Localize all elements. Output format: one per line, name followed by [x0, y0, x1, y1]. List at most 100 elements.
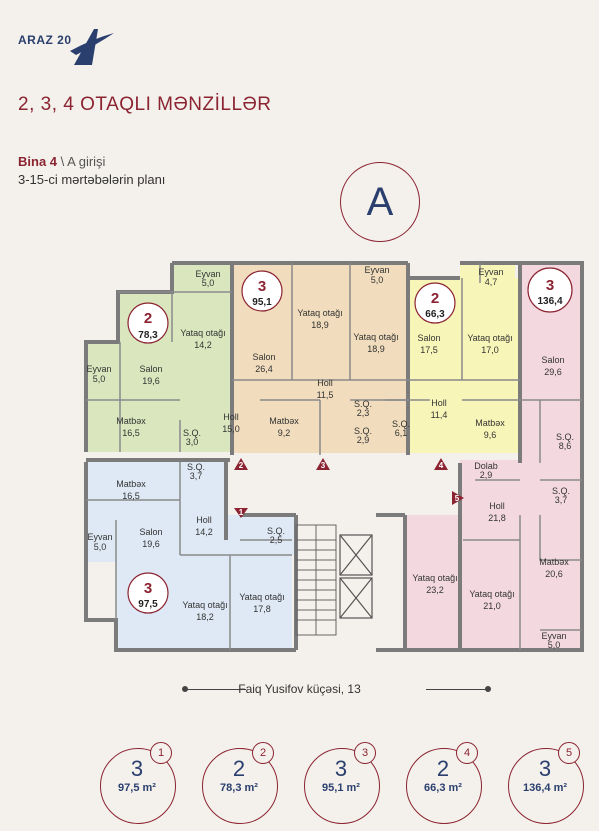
- label: 29,6: [544, 367, 562, 377]
- summary-rooms: 3: [538, 756, 552, 781]
- label: 2,5: [270, 535, 283, 545]
- summary-ring: [406, 748, 482, 824]
- apt-badge-3: 3 95,1: [241, 270, 283, 312]
- summary-rooms: 2: [436, 756, 450, 781]
- summary-number: 2: [252, 742, 274, 764]
- summary-item-3[interactable]: 3 3 95,1 m²: [298, 742, 390, 824]
- label: 2,9: [480, 470, 493, 480]
- label: Eyvan: [478, 267, 503, 277]
- label: 17,5: [420, 345, 438, 355]
- summary-ring: [202, 748, 278, 824]
- label: Yataq otağı: [180, 328, 225, 338]
- label: 19,6: [142, 376, 160, 386]
- elevator: [339, 534, 373, 619]
- label: Yataq otağı: [297, 308, 342, 318]
- label: Yataq otağı: [182, 600, 227, 610]
- label: 3,7: [190, 471, 203, 481]
- label: Matbəx: [269, 416, 299, 426]
- label: 3,0: [186, 437, 199, 447]
- label: Matbəx: [116, 416, 146, 426]
- label: 16,5: [122, 428, 140, 438]
- door-marker-4[interactable]: 4: [434, 458, 448, 470]
- label: 4,7: [485, 277, 498, 287]
- label: 19,6: [142, 539, 160, 549]
- summary-item-5[interactable]: 5 3 136,4 m²: [502, 742, 594, 824]
- summary-item-4[interactable]: 4 2 66,3 m²: [400, 742, 492, 824]
- label: 5,0: [371, 275, 384, 285]
- apt-1-area[interactable]: [86, 462, 296, 650]
- door-marker-2[interactable]: 2: [234, 458, 248, 470]
- staircase: [295, 524, 337, 636]
- floor-plan: Eyvan 5,0 Yataq otağı 14,2 Eyvan 5,0 Sal…: [84, 261, 584, 652]
- label: 14,2: [195, 527, 213, 537]
- summary-area: 78,3 m²: [220, 782, 258, 794]
- building-label: Bina 4 \ A girişi: [18, 154, 105, 169]
- apt-badge-2: 2 78,3: [127, 302, 169, 344]
- street-name: Faiq Yusifov küçəsi, 13: [238, 682, 361, 696]
- apt-badge-5: 3 136,4: [527, 267, 573, 313]
- label: Eyvan: [86, 364, 111, 374]
- label: 9,6: [484, 430, 497, 440]
- badge-rooms: 2: [144, 310, 152, 327]
- apt-5-area[interactable]: [405, 263, 582, 650]
- summary-item-1[interactable]: 1 3 97,5 m²: [94, 742, 186, 824]
- label: Salon: [541, 355, 564, 365]
- label: 2,3: [357, 408, 370, 418]
- label: 5,0: [202, 278, 215, 288]
- summary-number: 3: [354, 742, 376, 764]
- label: 5,0: [548, 640, 561, 650]
- summary-rooms: 2: [232, 756, 246, 781]
- label: Holl: [431, 398, 447, 408]
- label: Holl: [317, 378, 333, 388]
- summary-item-2[interactable]: 2 2 78,3 m²: [196, 742, 288, 824]
- label: Yataq otağı: [239, 592, 284, 602]
- label: Yataq otağı: [467, 333, 512, 343]
- label: 26,4: [255, 364, 273, 374]
- svg-text:1: 1: [239, 508, 244, 517]
- label: Dolab: [474, 461, 498, 471]
- label: 17,0: [481, 345, 499, 355]
- section-letter: A: [340, 162, 420, 242]
- label: Yataq otağı: [469, 589, 514, 599]
- label: 18,9: [311, 320, 329, 330]
- label: 14,2: [194, 340, 212, 350]
- summary-area: 95,1 m²: [322, 782, 360, 794]
- label: 11,5: [317, 390, 334, 400]
- badge-area: 78,3: [138, 330, 158, 341]
- label: Eyvan: [541, 631, 566, 641]
- apt-badge-4: 2 66,3: [414, 282, 456, 324]
- door-marker-1[interactable]: 1: [234, 508, 248, 518]
- svg-text:3: 3: [321, 461, 326, 470]
- label: 11,4: [431, 410, 448, 420]
- label: S.Q.: [552, 486, 570, 496]
- label: 9,2: [278, 428, 291, 438]
- label: 6,1: [395, 428, 408, 438]
- summary-ring: [304, 748, 380, 824]
- label: Holl: [196, 515, 212, 525]
- label: 2,9: [357, 435, 370, 445]
- label: 18,9: [367, 344, 385, 354]
- label: Yataq otağı: [412, 573, 457, 583]
- label: S.Q.: [556, 432, 574, 442]
- label: 21,8: [488, 513, 506, 523]
- badge-rooms: 3: [258, 278, 266, 295]
- badge-rooms: 3: [546, 277, 554, 294]
- label: Holl: [489, 501, 505, 511]
- label: Matbəx: [116, 479, 146, 489]
- summary-rooms: 3: [130, 756, 144, 781]
- label: S.Q.: [267, 526, 285, 536]
- summary-rooms: 3: [334, 756, 348, 781]
- summary-number: 1: [150, 742, 172, 764]
- label: 18,2: [196, 612, 214, 622]
- label: Matbəx: [475, 418, 505, 428]
- badge-rooms: 2: [431, 290, 439, 307]
- summary-number: 5: [558, 742, 580, 764]
- label: S.Q.: [187, 462, 205, 472]
- label: Eyvan: [87, 532, 112, 542]
- label: 5,0: [93, 374, 106, 384]
- label: 20,6: [545, 569, 563, 579]
- label: 5,0: [94, 542, 107, 552]
- door-marker-5[interactable]: 5: [452, 491, 464, 505]
- label: 17,8: [253, 604, 271, 614]
- door-marker-3[interactable]: 3: [316, 458, 330, 470]
